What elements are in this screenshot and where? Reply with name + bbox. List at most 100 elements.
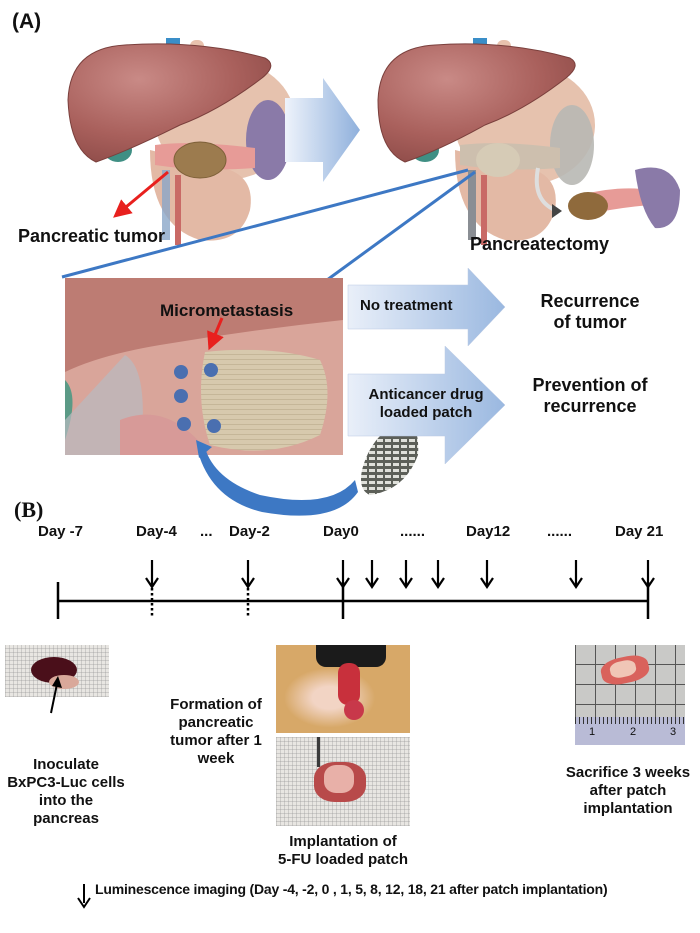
imaging-arrow-head bbox=[431, 577, 445, 589]
mesh-patch-icon bbox=[361, 420, 419, 495]
inset-connector-line bbox=[326, 170, 476, 282]
pancreas-tissue bbox=[49, 675, 79, 689]
caption-line: Implantation of bbox=[289, 833, 397, 850]
micrometastasis-inset bbox=[65, 278, 343, 455]
caption-sacrifice: Sacrifice 3 weeks after patch implantati… bbox=[560, 764, 696, 818]
anticancer-patch-label: Anticancer drug loaded patch bbox=[356, 386, 496, 422]
imaging-day-arrow-icon bbox=[365, 560, 379, 589]
ruler-ticks bbox=[575, 717, 685, 724]
anticancer-patch-label-line: Anticancer drug bbox=[368, 386, 484, 403]
no-treatment-arrow bbox=[347, 267, 506, 347]
imaging-day-arrow-icon bbox=[145, 560, 159, 589]
ruler: 1 2 3 bbox=[575, 717, 685, 745]
metastasis-cells bbox=[174, 363, 221, 433]
portal-vein bbox=[162, 170, 170, 240]
imaging-arrow-head bbox=[399, 577, 413, 589]
prevention-outcome-line: Prevention of bbox=[532, 375, 648, 395]
micrometastasis-pointer-arrow bbox=[207, 317, 224, 351]
forceps bbox=[316, 645, 386, 667]
implanted-patch bbox=[201, 349, 328, 451]
imaging-arrow-head bbox=[641, 577, 655, 589]
day-label: Day 21 bbox=[615, 523, 664, 540]
photo-patch-on-gauze bbox=[276, 737, 410, 826]
recurrence-outcome-line: Recurrence bbox=[540, 291, 640, 311]
caption-line: pancreatic bbox=[178, 714, 254, 731]
prevention-outcome-line: recurrence bbox=[543, 396, 637, 416]
caption-line: Formation of bbox=[170, 696, 262, 713]
caption-tumor-formation: Formation of pancreatic tumor after 1 we… bbox=[160, 696, 272, 768]
tumor-nodule bbox=[344, 700, 364, 720]
recurrence-outcome: Recurrence of tumor bbox=[520, 291, 660, 333]
pancreatic-tumor-label: Pancreatic tumor bbox=[18, 226, 166, 246]
day-label: Day12 bbox=[466, 523, 511, 540]
forceps-tip bbox=[317, 737, 320, 767]
day-label: Day -7 bbox=[38, 523, 84, 540]
tumor-pointer-arrow bbox=[113, 170, 169, 218]
resected-tumor bbox=[568, 192, 608, 220]
caption-line: BxPC3-Luc cells bbox=[7, 774, 125, 791]
patch-surface bbox=[324, 765, 354, 793]
imaging-day-arrow-icon bbox=[241, 560, 255, 589]
tumor-tissue bbox=[338, 663, 360, 705]
imaging-arrow-head bbox=[336, 577, 350, 589]
no-treatment-label: No treatment bbox=[360, 297, 453, 314]
imaging-day-arrow-icon bbox=[480, 560, 494, 589]
caption-line: after patch bbox=[589, 782, 667, 799]
prevention-outcome: Prevention of recurrence bbox=[500, 375, 680, 417]
photo-surgical-tumor bbox=[276, 645, 410, 733]
imaging-day-arrow-icon bbox=[336, 560, 350, 589]
artery bbox=[175, 175, 181, 245]
anticancer-patch-label-line: loaded patch bbox=[379, 404, 473, 421]
caption-line: week bbox=[197, 750, 235, 767]
ruler-number: 2 bbox=[630, 726, 637, 738]
imaging-arrow-head bbox=[145, 577, 159, 589]
inset-connector-line bbox=[61, 168, 469, 279]
panel-a-label: (A) bbox=[12, 10, 42, 33]
pancreatic-tumor bbox=[173, 141, 227, 179]
spleen bbox=[246, 100, 290, 180]
ruler-number: 3 bbox=[670, 726, 677, 738]
ellipsis-label: ...... bbox=[400, 523, 426, 540]
patch-application-arrow bbox=[198, 448, 358, 516]
day-label: Day0 bbox=[323, 523, 359, 540]
caption-line: pancreas bbox=[33, 810, 99, 827]
resection-flow-arrow bbox=[285, 78, 360, 182]
recurrence-outcome-line: of tumor bbox=[553, 312, 627, 332]
caption-inoculate: Inoculate BxPC3-Luc cells into the pancr… bbox=[4, 756, 128, 828]
caption-line: implantation bbox=[583, 800, 673, 817]
caption-line: tumor after 1 bbox=[170, 732, 262, 749]
imaging-arrow-head bbox=[569, 577, 583, 589]
right-anatomy-illustration bbox=[377, 38, 680, 245]
liver bbox=[67, 43, 272, 163]
resected-tumor-site bbox=[476, 143, 520, 177]
imaging-day-arrow-icon bbox=[641, 560, 655, 589]
micrometastasis-label: Micrometastasis bbox=[160, 301, 294, 320]
left-anatomy-illustration bbox=[67, 38, 295, 245]
luminescence-legend: Luminescence imaging (Day -4, -2, 0 , 1,… bbox=[95, 881, 608, 897]
caption-line: Inoculate bbox=[33, 756, 99, 773]
caption-line: 5-FU loaded patch bbox=[277, 851, 408, 868]
imaging-arrow-head bbox=[241, 577, 255, 589]
caption-line: Sacrifice 3 weeks bbox=[565, 764, 691, 781]
ruler-number: 1 bbox=[589, 726, 596, 738]
resected-spleen bbox=[635, 167, 680, 229]
imaging-arrow-head bbox=[365, 577, 379, 589]
imaging-day-arrow-icon bbox=[431, 560, 445, 589]
caption-line: into the bbox=[38, 792, 94, 809]
ellipsis-label: ...... bbox=[547, 523, 573, 540]
caption-implantation: Implantation of 5-FU loaded patch bbox=[260, 833, 426, 869]
day-label: Day-4 bbox=[136, 523, 177, 540]
imaging-day-arrow-icon bbox=[569, 560, 583, 589]
patch-treatment-arrow bbox=[347, 345, 506, 465]
imaging-day-arrow-icon bbox=[399, 560, 413, 589]
ellipsis-label: ... bbox=[200, 523, 213, 540]
pancreatectomy-label: Pancreatectomy bbox=[470, 234, 610, 254]
panel-b-label: (B) bbox=[14, 497, 44, 522]
removal-arrow bbox=[534, 167, 556, 212]
day-label: Day-2 bbox=[229, 523, 270, 540]
imaging-arrow-head bbox=[480, 577, 494, 589]
photo-excised-tissue-on-grid: 1 2 3 bbox=[575, 645, 685, 745]
photo-pancreas-on-gauze bbox=[5, 645, 109, 697]
